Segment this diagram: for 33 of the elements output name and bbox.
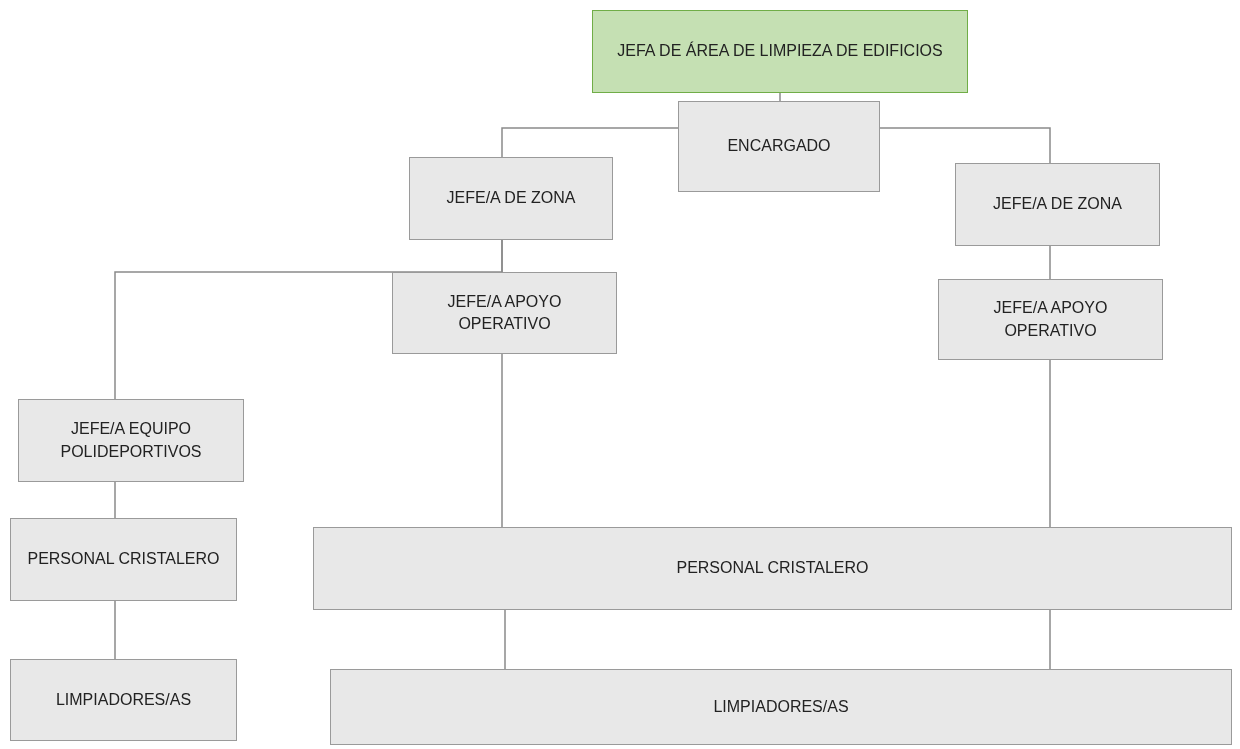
connector-line bbox=[1049, 609, 1051, 670]
role-title: JEFE/A APOYO OPERATIVO bbox=[992, 298, 1109, 341]
role-title: PERSONAL CRISTALERO bbox=[676, 558, 869, 579]
role-box bbox=[392, 272, 617, 354]
connector-line bbox=[779, 92, 781, 102]
role-box bbox=[330, 669, 1232, 745]
connector-line bbox=[114, 481, 116, 519]
connector-line bbox=[114, 600, 116, 660]
role-box bbox=[10, 518, 237, 601]
role-box bbox=[18, 399, 244, 482]
connector-line bbox=[501, 353, 503, 528]
connector-line bbox=[1049, 245, 1051, 280]
role-box bbox=[10, 659, 237, 741]
connector-line bbox=[114, 239, 503, 400]
connector-line bbox=[1049, 359, 1051, 528]
role-title: LIMPIADORES/AS bbox=[55, 689, 192, 710]
connector-line bbox=[501, 127, 679, 158]
role-box bbox=[678, 101, 880, 192]
role-box bbox=[938, 279, 1163, 360]
connector-line bbox=[504, 609, 506, 670]
title-box bbox=[592, 10, 968, 93]
role-title: LIMPIADORES/AS bbox=[713, 696, 849, 717]
role-box bbox=[313, 527, 1232, 610]
role-title: JEFE/A EQUIPO POLIDEPORTIVOS bbox=[59, 419, 203, 462]
role-title: JEFE/A DE ZONA bbox=[993, 194, 1122, 215]
role-title: JEFA DE ÁREA DE LIMPIEZA DE EDIFICIOS bbox=[617, 40, 943, 62]
role-title: PERSONAL CRISTALERO bbox=[27, 549, 220, 570]
role-box bbox=[409, 157, 613, 240]
role-title: JEFE/A APOYO OPERATIVO bbox=[446, 291, 563, 334]
role-box bbox=[955, 163, 1160, 246]
role-title: JEFE/A DE ZONA bbox=[446, 188, 576, 209]
role-title: ENCARGADO bbox=[727, 136, 831, 157]
connector-line bbox=[879, 127, 1051, 164]
